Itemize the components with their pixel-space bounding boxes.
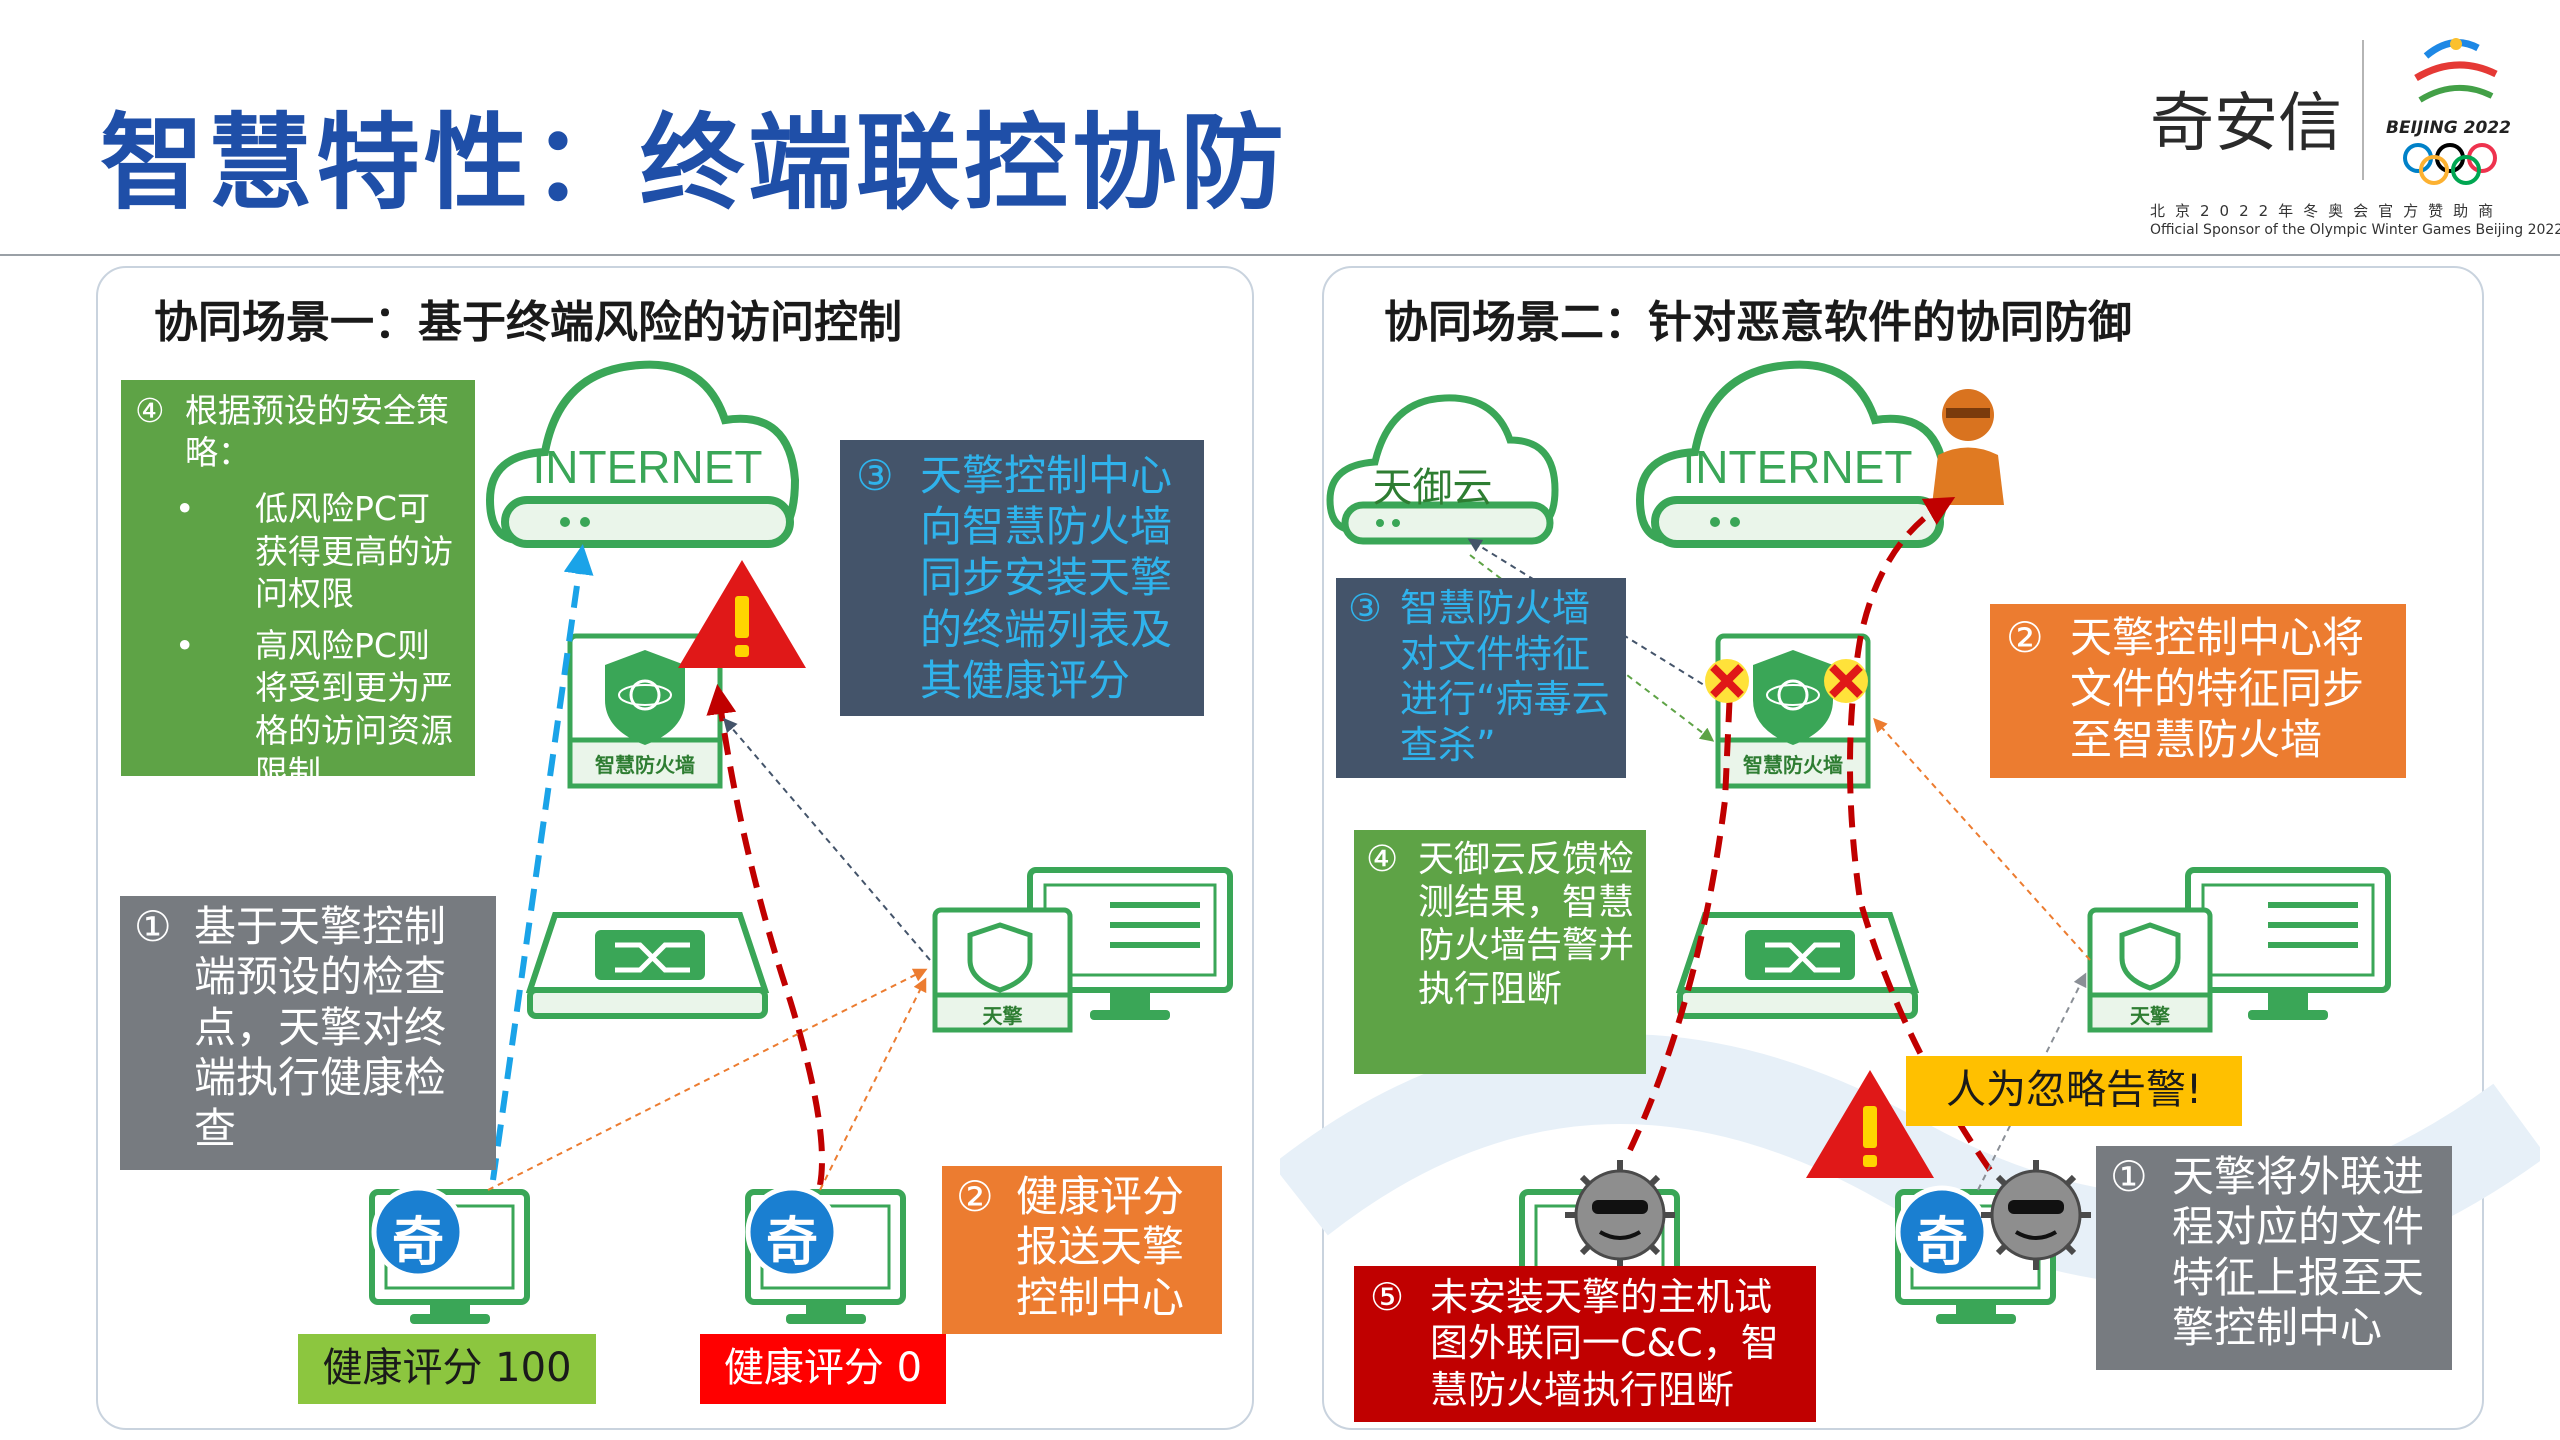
left-step1-box: ① 基于天擎控制端预设的检查点，天擎对终端执行健康检查 [120,896,496,1170]
right-blocked-arrow-1 [1627,689,1733,1152]
left-step2-num: ② [956,1172,994,1221]
right-tianyu-cloud-icon [1326,394,1559,545]
right-step3-box: ③ 智慧防火墙对文件特征进行“病毒云查杀” [1336,578,1626,778]
right-warning-icon [1806,1070,1934,1178]
left-pc-healthy-icon [369,1185,530,1324]
left-switch-icon [525,912,770,1019]
left-firewall-icon [567,633,723,789]
virus-icon-2 [1981,1160,2091,1270]
left-pc-unhealthy-icon [745,1185,906,1324]
right-sync-arrow [1873,717,2091,961]
right-tianqing-monitor-icon [2087,867,2391,1033]
hacker-person-icon [1932,389,2004,505]
right-step4-num: ④ [1366,839,1399,880]
right-internet-cloud-icon [1635,360,1950,548]
ignore-alert-label: 人为忽略告警! [1906,1056,2242,1126]
olympic-rings-icon [2403,143,2497,185]
page-title: 智慧特性：终端联控协防 [100,102,1289,224]
left-sync-arrow [723,717,931,961]
right-report-arrow [1977,972,2087,1191]
right-cc-arrow [1847,497,1993,1172]
virus-icon-1 [1565,1160,1675,1270]
left-step4-bullet-2-dot: • [175,626,195,666]
left-internet-label: INTERNET [532,441,763,493]
right-tianqing-label: 天擎 [2130,1004,2170,1028]
left-tianqing-monitor-icon [932,867,1233,1033]
brand-logo-text: 奇安信 [2150,87,2342,161]
right-internet-label: INTERNET [1682,441,1913,493]
right-cloud-feedback-arrow [1469,554,1715,742]
left-pc-healthy-logo: 奇 [391,1213,444,1273]
left-tianqing-label: 天擎 [982,1004,1023,1028]
block-x-icon-2 [1824,659,1868,703]
right-step3-text: 智慧防火墙对文件特征进行“病毒云查杀” [1400,586,1610,767]
left-step4-box: ④ 根据预设的安全策略： • 低风险PC可获得更高的访问权限 • 高风险PC则将受到更… [121,380,475,792]
right-step5-box: ⑤ 未安装天擎的主机试图外联同一C&C，智慧防火墙执行阻断 [1354,1266,1816,1422]
left-step4-bullet-1-dot: • [175,489,195,529]
right-step2-num: ② [2006,613,2044,662]
winter-olympics-emblem-icon [2414,38,2498,103]
beijing-2022-text: BEIJING 2022 [2386,118,2511,138]
right-step4-box: ④ 天御云反馈检测结果，智慧防火墙告警并执行阻断 [1354,830,1646,1074]
right-panel-heading: 协同场景二：针对恶意软件的协同防御 [1384,297,2132,348]
right-pc-logo: 奇 [1915,1213,1968,1273]
logo-divider [2362,40,2364,180]
left-report-arrow-2 [819,977,927,1191]
left-step3-box: ③ 天擎控制中心向智慧防火墙同步安装天擎的终端列表及其健康评分 [840,440,1204,716]
left-pc-unhealthy-logo: 奇 [765,1213,818,1273]
right-scenario-panel [1322,266,2484,1430]
left-step4-num: ④ [135,391,165,430]
left-deny-arrow [706,684,825,1186]
left-step3-num: ③ [856,451,894,500]
sponsor-cn-text: 北京2022年冬奥会官方赞助商 [2150,202,2504,220]
left-allow-arrow [490,544,594,1181]
block-x-icon-1 [1705,659,1749,703]
right-step5-text: 未安装天擎的主机试图外联同一C&C，智慧防火墙执行阻断 [1430,1275,1779,1412]
right-tianyu-cloud-label: 天御云 [1372,465,1493,511]
health-score-bad-label: 健康评分 0 [700,1334,946,1404]
right-step4-text: 天御云反馈检测结果，智慧防火墙告警并执行阻断 [1418,839,1635,1010]
left-step4-bullet-1: 低风险PC可获得更高的访问权限 [255,489,453,613]
right-step2-box: ② 天擎控制中心将文件的特征同步至智慧防火墙 [1990,604,2406,778]
left-step1-text: 基于天擎控制端预设的检查点，天擎对终端执行健康检查 [194,902,447,1153]
left-step4-lead: 根据预设的安全策略： [185,391,449,473]
right-switch-icon [1675,912,1920,1019]
right-step1-text: 天擎将外联进程对应的文件特征上报至天擎控制中心 [2172,1152,2425,1353]
right-step3-num: ③ [1348,586,1383,630]
left-report-arrow-1 [487,968,928,1191]
left-warning-icon [678,560,806,668]
right-cloud-query-arrow [1467,538,1713,691]
left-panel-heading: 协同场景一：基于终端风险的访问控制 [154,297,902,348]
left-step4-bullet-2: 高风险PC则将受到更为严格的访问资源限制 [255,626,453,792]
left-internet-cloud-icon [485,360,800,548]
right-step1-box: ① 天擎将外联进程对应的文件特征上报至天擎控制中心 [2096,1146,2452,1370]
left-scenario-panel [96,266,1254,1430]
right-step2-text: 天擎控制中心将文件的特征同步至智慧防火墙 [2070,613,2365,765]
left-step3-text: 天擎控制中心向智慧防火墙同步安装天擎的终端列表及其健康评分 [920,451,1173,705]
left-step2-text: 健康评分报送天擎控制中心 [1016,1172,1185,1322]
header-divider [0,254,2560,256]
right-step1-num: ① [2110,1152,2148,1201]
left-firewall-label: 智慧防火墙 [595,753,695,777]
right-step5-num: ⑤ [1370,1275,1405,1319]
left-step1-num: ① [134,902,172,951]
left-step2-box: ② 健康评分报送天擎控制中心 [942,1166,1222,1334]
right-firewall-label: 智慧防火墙 [1743,753,1843,777]
health-score-good-label: 健康评分 100 [298,1334,596,1404]
sponsor-en-text: Official Sponsor of the Olympic Winter G… [2150,222,2560,238]
